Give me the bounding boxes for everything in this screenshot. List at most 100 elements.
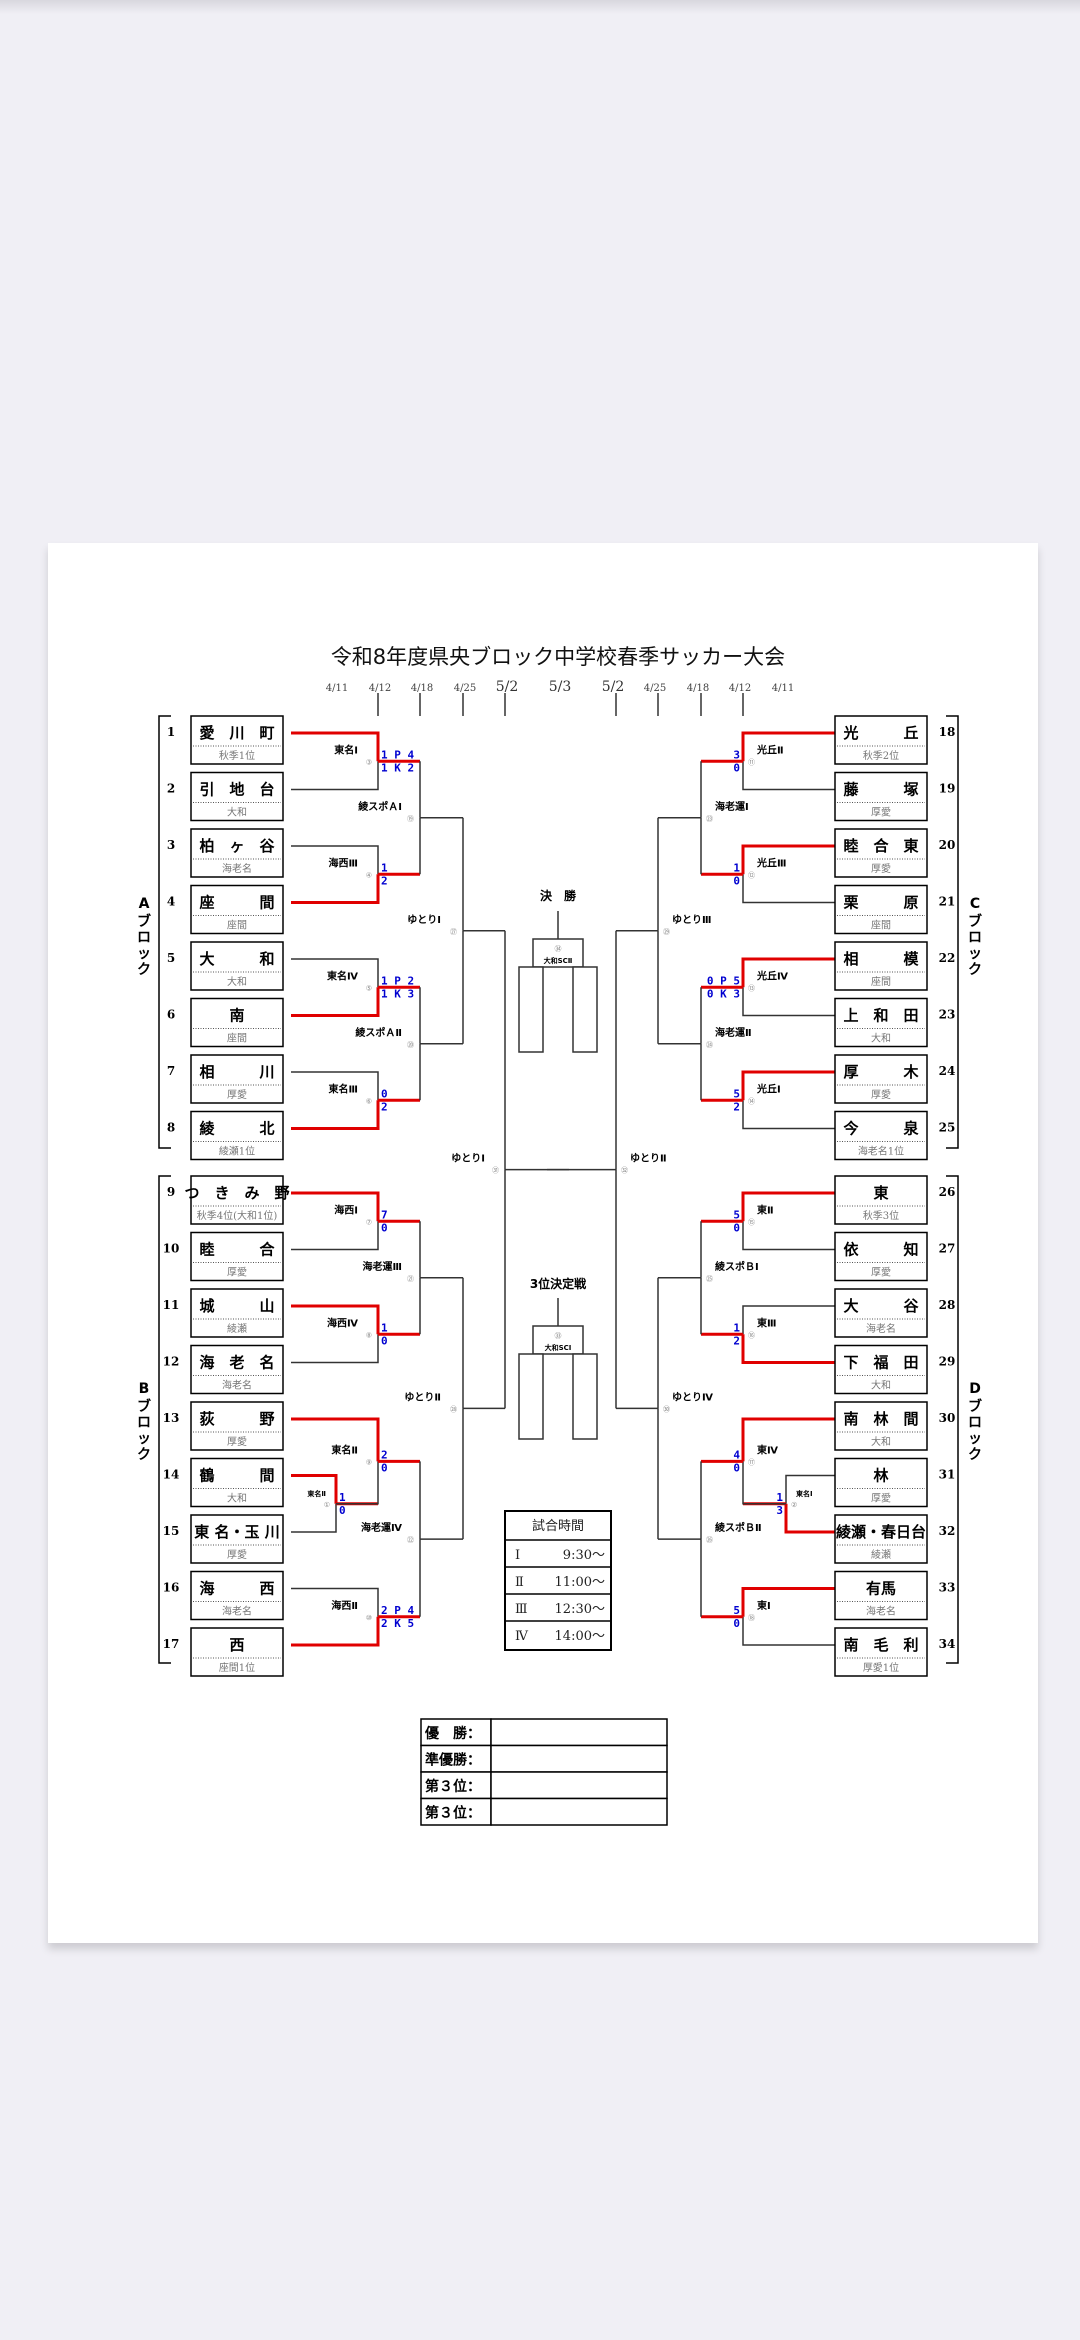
bracket-line (291, 1100, 380, 1130)
team-number: 17 (163, 1637, 180, 1651)
match-number: ㉚ (663, 1405, 670, 1413)
team-name: 依 知 (843, 1241, 918, 1259)
team-name: 相 模 (843, 950, 919, 968)
score-bottom: 3 (776, 1504, 783, 1517)
block-letter: D (969, 1381, 981, 1397)
team-name: 綾 北 (199, 1120, 274, 1138)
match-venue: ゆとりⅠ (451, 1153, 485, 1165)
schedule-period: Ⅱ (515, 1575, 524, 1590)
team-number: 14 (163, 1468, 180, 1482)
match-number: ⑧ (366, 1331, 372, 1339)
match-venue: 光丘Ⅱ (756, 743, 784, 756)
team-name: 綾瀬・春日台 (836, 1523, 926, 1541)
team-region: 海老名 (222, 1605, 252, 1618)
score-top: 1 (381, 1321, 388, 1334)
team-name: 鶴 間 (199, 1467, 274, 1485)
match-venue: 東Ⅱ (757, 1203, 774, 1216)
score-top: 1 P 4 (381, 748, 414, 761)
score-top: 5 (733, 1208, 740, 1221)
match-venue: 光丘Ⅳ (756, 969, 788, 982)
team-number: 11 (163, 1298, 180, 1312)
bracket-line (291, 1071, 379, 1101)
team-box (190, 1054, 284, 1104)
team-name: 南 毛 利 (843, 1636, 918, 1654)
score-top: 4 (733, 1448, 740, 1461)
team-box (834, 715, 928, 765)
match-number: ④ (366, 871, 372, 879)
team-name: 厚 木 (843, 1063, 919, 1081)
team-number: 13 (163, 1411, 180, 1425)
team-name: 愛 川 町 (199, 724, 274, 742)
team-name: 引 地 台 (199, 781, 274, 799)
match-number: ㉔ (706, 1041, 713, 1049)
block-suffix-char: ロ (968, 930, 982, 946)
team-region: 海老名 (222, 862, 252, 875)
round-date: 4/25 (644, 683, 666, 694)
match-number: ㉕ (706, 1275, 713, 1283)
team-name: 今 泉 (842, 1120, 919, 1138)
match-number: ⑩ (366, 1614, 372, 1622)
match-number: ③ (366, 758, 372, 766)
match-venue: 海老運Ⅲ (363, 1260, 402, 1273)
bracket-line (291, 845, 379, 875)
block-suffix-char: ロ (968, 1415, 982, 1431)
round-date: 4/12 (369, 683, 391, 694)
bracket-line (291, 1221, 379, 1251)
match-number: ⑦ (366, 1218, 372, 1226)
score-top: 7 (381, 1208, 388, 1221)
round-date: 4/25 (454, 683, 476, 694)
team-region: 海老名 (866, 1322, 896, 1335)
match-venue: 綾スポＢⅡ (715, 1521, 762, 1534)
team-box (834, 1231, 928, 1282)
team-name: 藤 塚 (843, 781, 918, 799)
match-venue: 東Ⅰ (757, 1599, 771, 1612)
team-number: 29 (939, 1355, 956, 1369)
bracket-line (785, 1474, 835, 1504)
match-number: ⑯ (748, 1331, 755, 1339)
bracket-line (291, 1503, 337, 1533)
schedule-period: Ⅲ (515, 1602, 528, 1617)
match-venue: 大和SCⅡ (544, 956, 573, 965)
team-box (190, 1231, 284, 1282)
block-letter: A (139, 896, 150, 912)
block-suffix-char: ブ (137, 913, 151, 930)
team-box (834, 997, 928, 1048)
match-number: ⑥ (366, 1097, 372, 1105)
block-letter: C (970, 896, 980, 912)
match-venue: 東名Ⅰ (334, 743, 358, 756)
bracket-line (742, 874, 835, 904)
team-box (834, 941, 928, 991)
page-title: 令和8年度県央ブロック中学校春季サッカー大会 (331, 645, 785, 669)
team-number: 23 (939, 1008, 956, 1022)
score-top: 1 P 2 (381, 974, 414, 987)
team-box (190, 771, 284, 822)
result-label: 優 勝： (424, 1725, 481, 1742)
team-region: 厚愛 (871, 1088, 891, 1101)
team-number: 4 (167, 895, 175, 909)
block-suffix-char: ブ (968, 913, 982, 930)
bracket-line (291, 1334, 379, 1364)
bracket-line (336, 1461, 379, 1505)
team-name: 海 老 名 (199, 1354, 274, 1372)
match-venue: 海西Ⅰ (334, 1203, 358, 1216)
team-number: 26 (939, 1185, 956, 1199)
team-number: 32 (939, 1524, 956, 1538)
result-label: 準優勝： (425, 1752, 481, 1769)
team-region: 秋季2位 (863, 749, 899, 762)
schedule-border (504, 1510, 612, 1651)
block-suffix-char: ク (968, 962, 982, 978)
team-box (834, 1457, 928, 1508)
result-value-cell (490, 1744, 668, 1773)
block-suffix-char: ク (968, 1447, 982, 1463)
